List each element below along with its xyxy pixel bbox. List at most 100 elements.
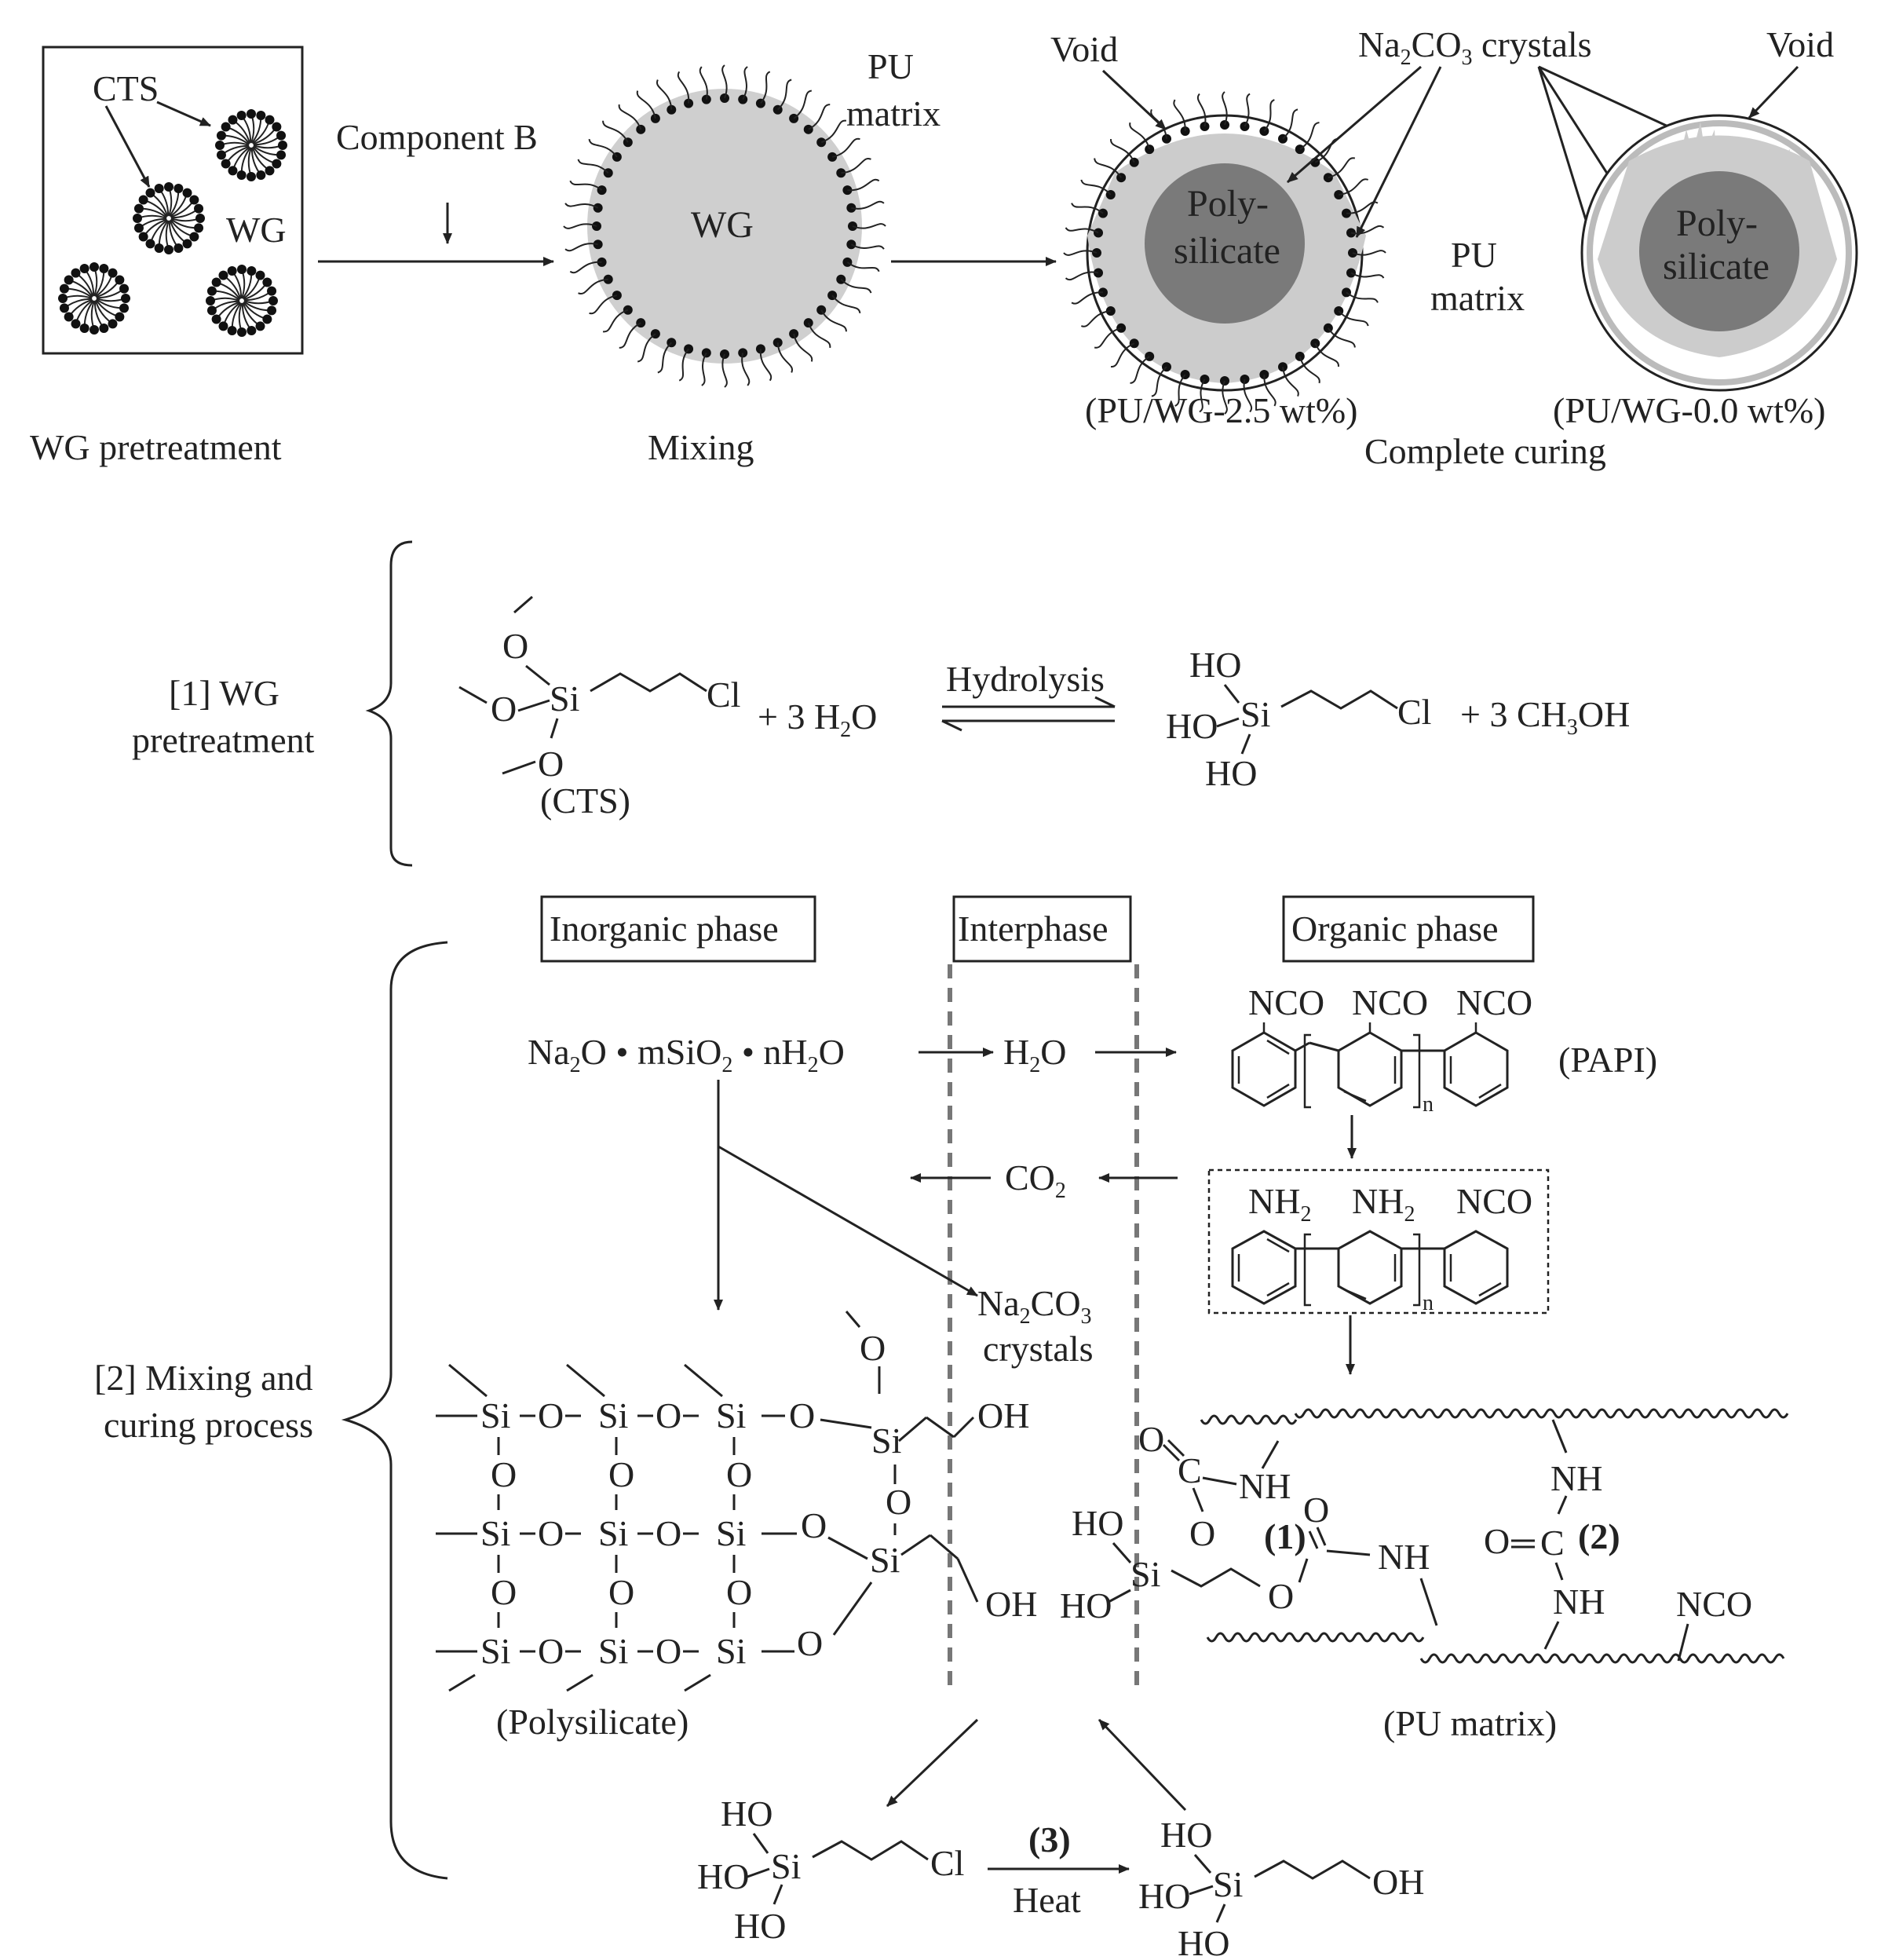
mixing-sphere: [563, 64, 886, 388]
step1-label: [1] WG: [169, 673, 279, 713]
step1-label: pretreatment: [132, 720, 315, 760]
silanetriol-hydroxy: HO Si HO HO OH: [1138, 1815, 1424, 1960]
cts-arrow: [156, 101, 211, 127]
svg-text:Si: Si: [598, 1631, 628, 1671]
svg-text:NH2: NH2: [1352, 1181, 1415, 1227]
svg-text:NH2: NH2: [1248, 1181, 1311, 1227]
svg-text:O: O: [656, 1631, 681, 1671]
svg-text:O: O: [860, 1328, 886, 1368]
svg-text:Si: Si: [870, 1540, 900, 1580]
svg-text:NCO: NCO: [1352, 982, 1428, 1022]
svg-text:O: O: [656, 1513, 681, 1553]
hydroxy-silane-arrow: [1098, 1718, 1187, 1812]
water-reagent: + 3 H2O: [758, 697, 877, 742]
hydrolysis-label: Hydrolysis: [946, 659, 1105, 699]
svg-text:HO: HO: [1166, 706, 1218, 746]
svg-text:O: O: [1268, 1576, 1294, 1616]
na2co3-arrow: [1355, 66, 1442, 238]
pu-matrix-label: PU: [867, 46, 914, 86]
svg-text:Si: Si: [598, 1395, 628, 1435]
svg-text:O: O: [726, 1572, 752, 1612]
svg-text:C: C: [1178, 1450, 1202, 1490]
svg-text:O: O: [538, 1395, 564, 1435]
silanetriol-chloro-2: HO Si HO HO Cl: [697, 1794, 964, 1946]
svg-text:Si: Si: [716, 1395, 746, 1435]
svg-text:Cl: Cl: [1397, 692, 1431, 732]
svg-text:OH: OH: [985, 1584, 1037, 1624]
polysilicate-label: silicate: [1663, 246, 1770, 287]
carbonate-arrow: [718, 1145, 978, 1297]
cts-label: CTS: [93, 68, 159, 108]
step2-label: [2] Mixing and: [94, 1358, 313, 1398]
svg-text:O: O: [538, 1631, 564, 1671]
svg-text:O: O: [797, 1623, 823, 1663]
svg-text:NCO: NCO: [1456, 1181, 1532, 1221]
svg-text:Si: Si: [1240, 694, 1270, 734]
sample-label: (PU/WG-2.5 wt%): [1085, 390, 1358, 430]
svg-text:O: O: [502, 626, 528, 666]
void-arrow: [1748, 65, 1799, 119]
svg-text:O: O: [886, 1482, 911, 1522]
svg-text:O: O: [656, 1395, 681, 1435]
svg-text:HO: HO: [721, 1794, 772, 1834]
interphase-box: [952, 895, 1132, 963]
svg-text:Si: Si: [480, 1395, 510, 1435]
svg-text:HO: HO: [734, 1906, 786, 1946]
svg-text:Si: Si: [871, 1421, 901, 1461]
svg-text:Si: Si: [1130, 1554, 1160, 1594]
svg-text:NCO: NCO: [1456, 982, 1532, 1022]
organic-phase-box: [1282, 895, 1535, 963]
svg-text:Si: Si: [598, 1513, 628, 1553]
papi-label: (PAPI): [1558, 1040, 1657, 1080]
stage-label: WG pretreatment: [30, 427, 282, 467]
svg-text:O: O: [608, 1572, 634, 1612]
svg-text:Si: Si: [716, 1513, 746, 1553]
svg-text:OH: OH: [1372, 1862, 1424, 1902]
svg-text:C: C: [1540, 1523, 1565, 1563]
na2co3-arrow: [1287, 65, 1422, 184]
cts-label: (CTS): [540, 781, 630, 821]
svg-text:Si: Si: [480, 1513, 510, 1553]
svg-text:HO: HO: [1160, 1815, 1212, 1855]
wg-label: WG: [226, 210, 287, 250]
svg-text:O: O: [491, 1572, 517, 1612]
svg-text:HO: HO: [697, 1856, 749, 1896]
step2-brace: [341, 941, 448, 1880]
reaction-1-label: (1): [1264, 1516, 1306, 1556]
pu-matrix-label: (PU matrix): [1383, 1703, 1557, 1743]
svg-text:O: O: [538, 744, 564, 784]
svg-text:NH: NH: [1239, 1466, 1291, 1506]
svg-text:NH: NH: [1553, 1582, 1605, 1622]
amine-intermediate-box: [1207, 1168, 1550, 1315]
wg-core-label: WG: [691, 204, 754, 246]
svg-text:Si: Si: [550, 678, 579, 719]
silanetriol-arrow: [886, 1718, 979, 1808]
polysilicate-label: Poly-: [1187, 183, 1269, 225]
crystals-label: crystals: [983, 1329, 1094, 1369]
svg-text:O: O: [726, 1454, 752, 1494]
co2-label: CO2: [1005, 1157, 1066, 1203]
na2co3-label: Na2CO3 crystals: [1358, 24, 1592, 70]
interphase-silane: HO Si HO: [1060, 1503, 1261, 1625]
interphase-label: Interphase: [958, 909, 1109, 949]
water-label: H2O: [1003, 1032, 1066, 1077]
pretreatment-box: [42, 46, 304, 355]
cured-particle-0-0: [1580, 114, 1858, 392]
svg-text:HO: HO: [1072, 1503, 1123, 1543]
svg-text:Si: Si: [480, 1631, 510, 1671]
svg-text:n: n: [1423, 1092, 1434, 1117]
cts-micelles: [58, 109, 287, 337]
void-label: Void: [1766, 24, 1834, 64]
svg-text:HO: HO: [1060, 1585, 1112, 1625]
component-b-label: Component B: [336, 117, 538, 157]
pu-matrix-label: PU: [1451, 235, 1497, 275]
stage-label: Mixing: [648, 427, 754, 467]
na2co3-label: Na2CO3: [977, 1283, 1092, 1329]
papi-molecule: NCO NCO NCO n: [1231, 982, 1532, 1117]
svg-text:O: O: [801, 1505, 827, 1545]
svg-text:Cl: Cl: [930, 1843, 964, 1883]
pu-matrix-label: matrix: [846, 93, 940, 133]
svg-text:HO: HO: [1205, 753, 1257, 793]
